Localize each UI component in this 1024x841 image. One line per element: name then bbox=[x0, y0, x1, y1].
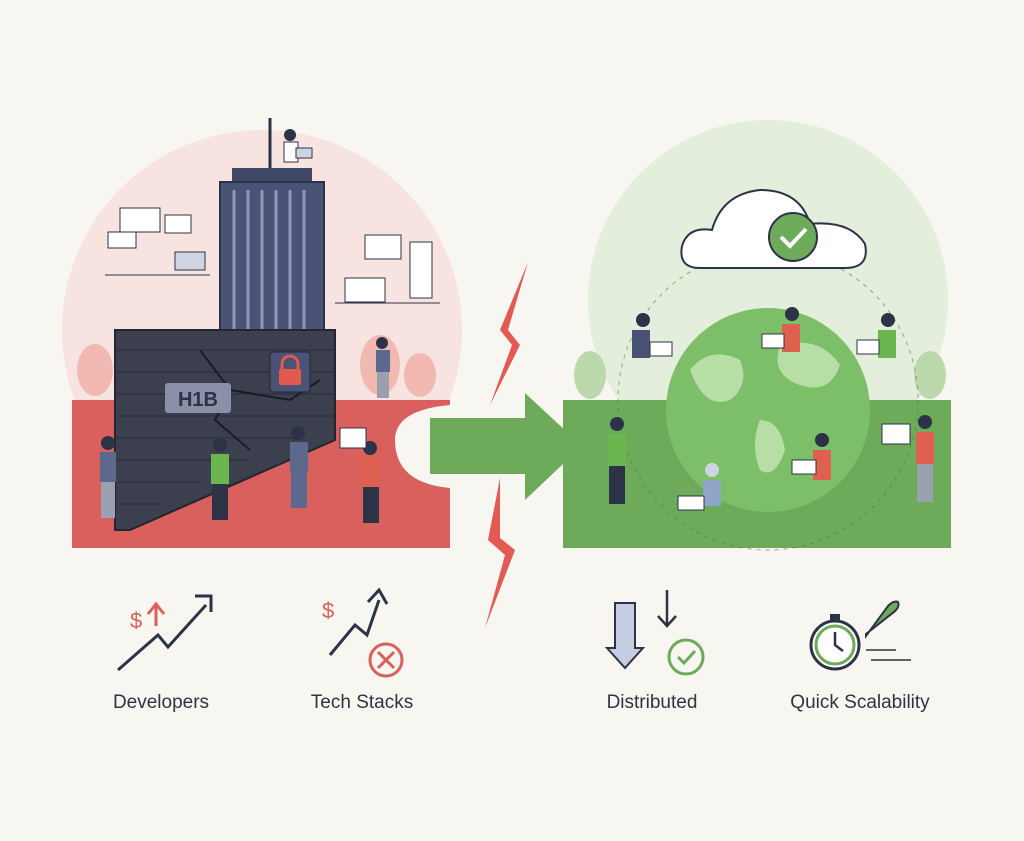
office-scene-right bbox=[335, 234, 440, 304]
dollar-arrow-up-icon: $ bbox=[117, 594, 213, 672]
onsite-people bbox=[100, 129, 390, 523]
metric-label: Quick Scalability bbox=[790, 692, 930, 713]
stopwatch-rocket-icon bbox=[809, 600, 911, 671]
cloud-check-icon bbox=[680, 188, 867, 269]
lightning-divider bbox=[485, 262, 528, 628]
office-scene-left bbox=[105, 207, 210, 276]
dollar-arrow-blocked-icon: $ bbox=[322, 587, 404, 678]
metric-tech-stacks: $ Tech Stacks bbox=[311, 587, 413, 713]
metric-distributed: Distributed bbox=[604, 590, 705, 713]
lock-icon bbox=[269, 351, 311, 393]
metric-label: Developers bbox=[113, 692, 209, 713]
office-building bbox=[219, 118, 325, 343]
wall-label: H1B bbox=[178, 389, 218, 411]
transition-arrow-icon bbox=[395, 393, 582, 500]
svg-text:$: $ bbox=[322, 598, 334, 623]
distributed-arrows-check-icon bbox=[604, 590, 705, 676]
metric-label: Distributed bbox=[607, 692, 698, 713]
metric-developers: $ Developers bbox=[113, 594, 213, 713]
metric-quick-scalability: Quick Scalability bbox=[790, 600, 930, 713]
left-scene-onsite: H1B bbox=[62, 118, 462, 548]
metric-label: Tech Stacks bbox=[311, 692, 413, 713]
h1b-wall: H1B bbox=[114, 329, 336, 531]
right-scene-remote bbox=[563, 120, 951, 551]
remote-workers bbox=[608, 307, 934, 511]
svg-text:$: $ bbox=[130, 608, 142, 633]
